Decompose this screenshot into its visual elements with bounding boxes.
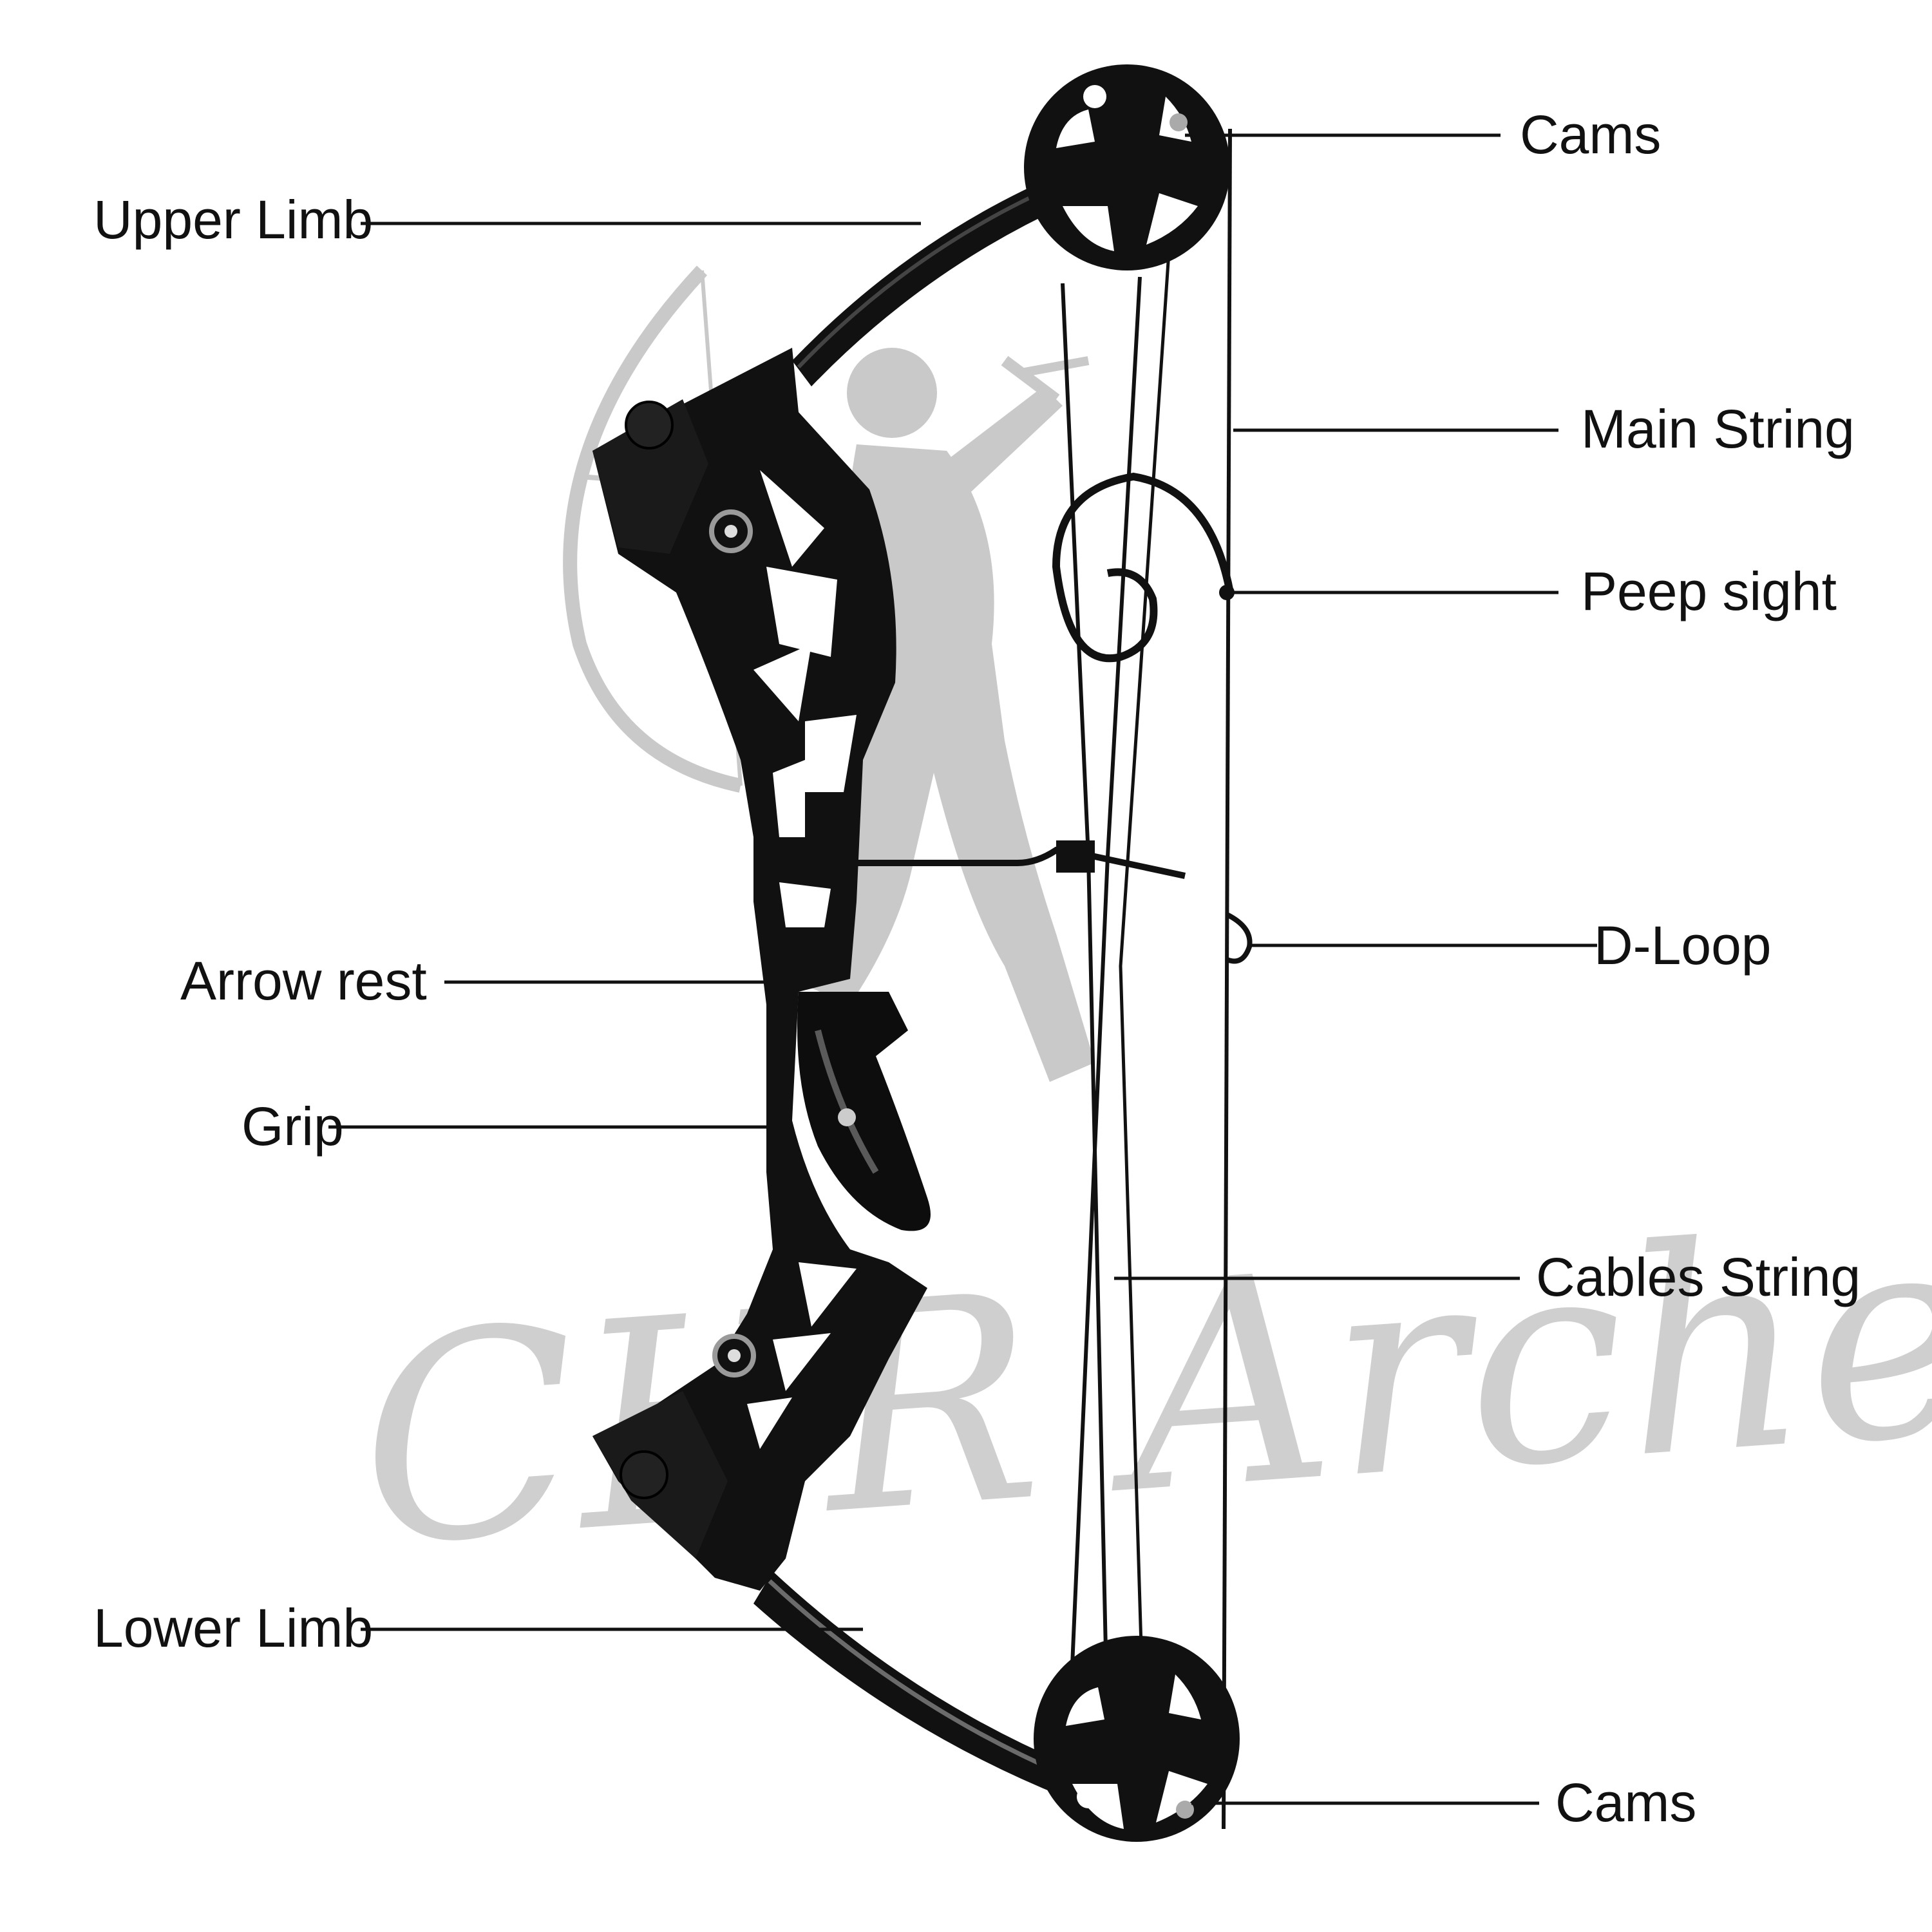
label-upper-limb: Upper Limb [93, 189, 373, 250]
label-lower-limb: Lower Limb [93, 1598, 373, 1658]
upper-cam [1024, 64, 1230, 270]
label-cables-string: Cables String [1536, 1247, 1861, 1307]
peep-sight-tube [1052, 472, 1234, 663]
arrow-rest-wire [857, 846, 1186, 879]
lower-cam [1034, 1636, 1240, 1842]
grip [797, 992, 931, 1231]
label-grip: Grip [242, 1096, 344, 1157]
riser [592, 348, 927, 1591]
watermark-text: CHR Archery [350, 1147, 1932, 1609]
leader-lines [328, 133, 1597, 1805]
cable-string-c [1119, 109, 1180, 1817]
main-string [1222, 128, 1232, 1830]
bow-strings [1061, 109, 1232, 1830]
label-peep-sight: Peep sight [1581, 561, 1837, 621]
label-main-string: Main String [1581, 399, 1855, 459]
label-arrow-rest: Arrow rest [180, 951, 427, 1011]
label-cams-top: Cams [1520, 104, 1661, 165]
label-d-loop: D-Loop [1594, 915, 1772, 976]
label-cams-bottom: Cams [1555, 1772, 1696, 1833]
d-loop [1226, 912, 1253, 964]
peep-sight [1219, 585, 1235, 600]
